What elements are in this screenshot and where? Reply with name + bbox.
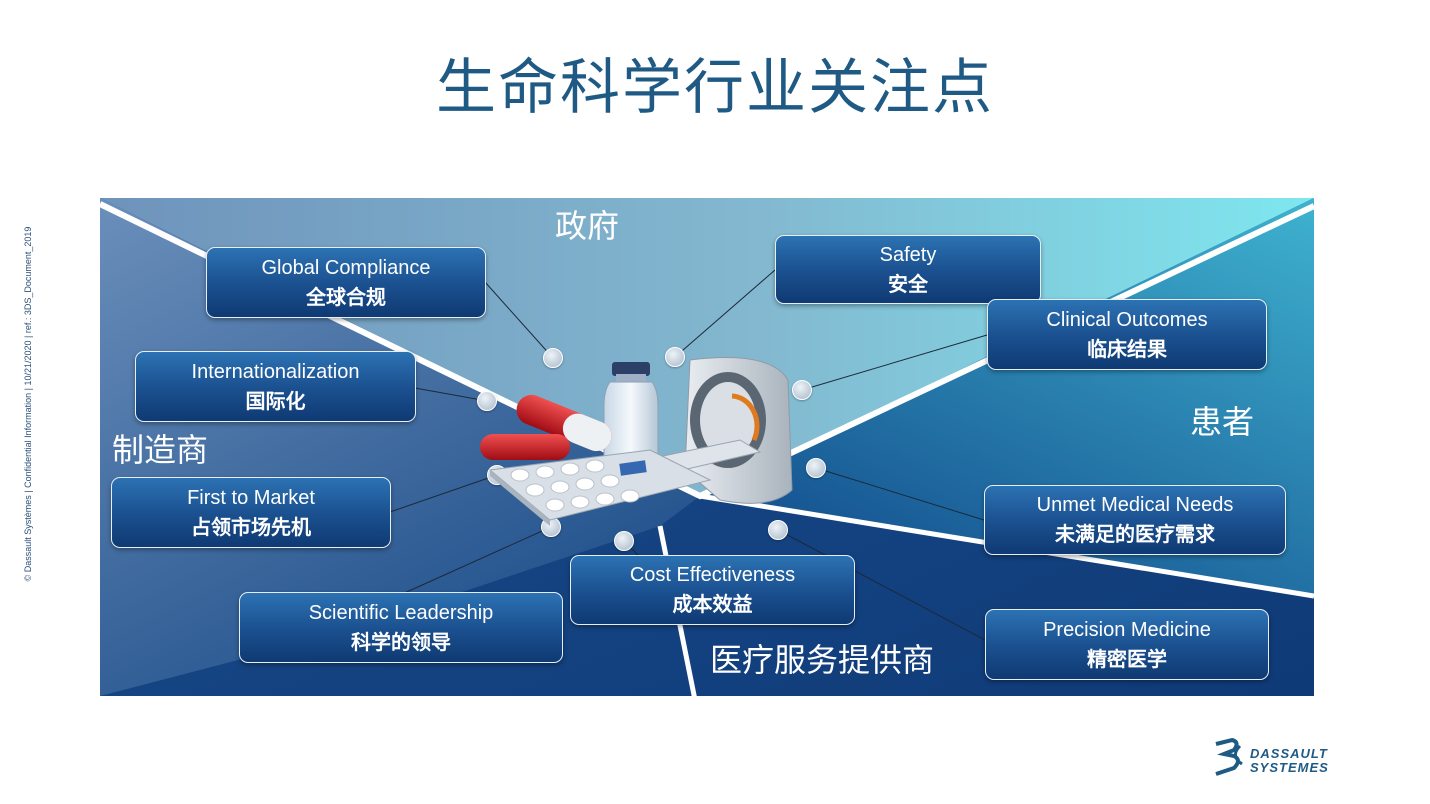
topic-label-zh: 国际化 [245, 388, 306, 413]
topic-label-en: Internationalization [191, 360, 360, 383]
logo-text-line1: DASSAULT [1250, 746, 1328, 761]
dassault-systemes-logo: DASSAULT SYSTEMES [1210, 736, 1360, 780]
vial-icon [603, 362, 659, 469]
capsule-icon [480, 394, 612, 460]
topic-label-zh: 占领市场先机 [191, 514, 311, 539]
stakeholder-provider: 医疗服务提供商 [710, 641, 935, 679]
connector-dot [543, 348, 563, 368]
topic-cost-effectiveness: Cost Effectiveness 成本效益 [570, 555, 855, 625]
connector-dot [806, 458, 826, 478]
topic-safety: Safety 安全 [775, 235, 1041, 304]
topic-label-zh: 全球合规 [306, 284, 386, 309]
logo-text-line2: SYSTEMES [1250, 760, 1329, 775]
topic-precision-medicine: Precision Medicine 精密医学 [985, 609, 1269, 680]
topic-label-zh: 安全 [888, 271, 928, 296]
topic-label-en: Unmet Medical Needs [1036, 494, 1234, 516]
topic-label-zh: 成本效益 [672, 592, 753, 616]
topic-label-en: Safety [879, 243, 937, 266]
topic-clinical-outcomes: Clinical Outcomes 临床结果 [987, 299, 1267, 370]
topic-label-en: Clinical Outcomes [1046, 308, 1208, 331]
topic-global-compliance: Global Compliance 全球合规 [206, 247, 486, 318]
topic-first-to-market: First to Market 占领市场先机 [111, 477, 391, 548]
topic-label-en: Precision Medicine [1043, 618, 1211, 641]
stakeholder-government: 政府 [555, 207, 620, 245]
stakeholder-manufacturer: 制造商 [112, 431, 209, 469]
topic-label-zh: 精密医学 [1087, 646, 1167, 671]
stakeholder-patient: 患者 [1190, 403, 1255, 441]
connector-dot [768, 520, 788, 540]
confidential-footnote: © Dassault Systèmes | Confidential Infor… [23, 226, 33, 582]
topic-label-en: Scientific Leadership [308, 601, 494, 624]
page-title: 生命科学行业关注点 [436, 53, 994, 123]
topic-label-en: Global Compliance [261, 256, 431, 279]
topic-scientific-leadership: Scientific Leadership 科学的领导 [239, 592, 563, 663]
connector-dot [614, 531, 634, 551]
connector-dot [792, 380, 812, 400]
connector-dot [665, 347, 685, 367]
topic-label-zh: 未满足的医疗需求 [1055, 522, 1215, 546]
topic-unmet-medical-needs: Unmet Medical Needs 未满足的医疗需求 [984, 485, 1286, 555]
blister-pack-icon [488, 449, 712, 526]
connector-dot [477, 391, 497, 411]
topic-label-zh: 临床结果 [1087, 336, 1167, 361]
ct-scanner-icon [618, 357, 793, 504]
topic-label-en: First to Market [187, 486, 315, 509]
3ds-logo-icon [1215, 737, 1243, 776]
topic-label-zh: 科学的领导 [351, 629, 451, 654]
topic-internationalization: Internationalization 国际化 [135, 351, 416, 422]
pharma-products-illustration [480, 357, 793, 526]
topic-label-en: Cost Effectiveness [629, 564, 796, 586]
